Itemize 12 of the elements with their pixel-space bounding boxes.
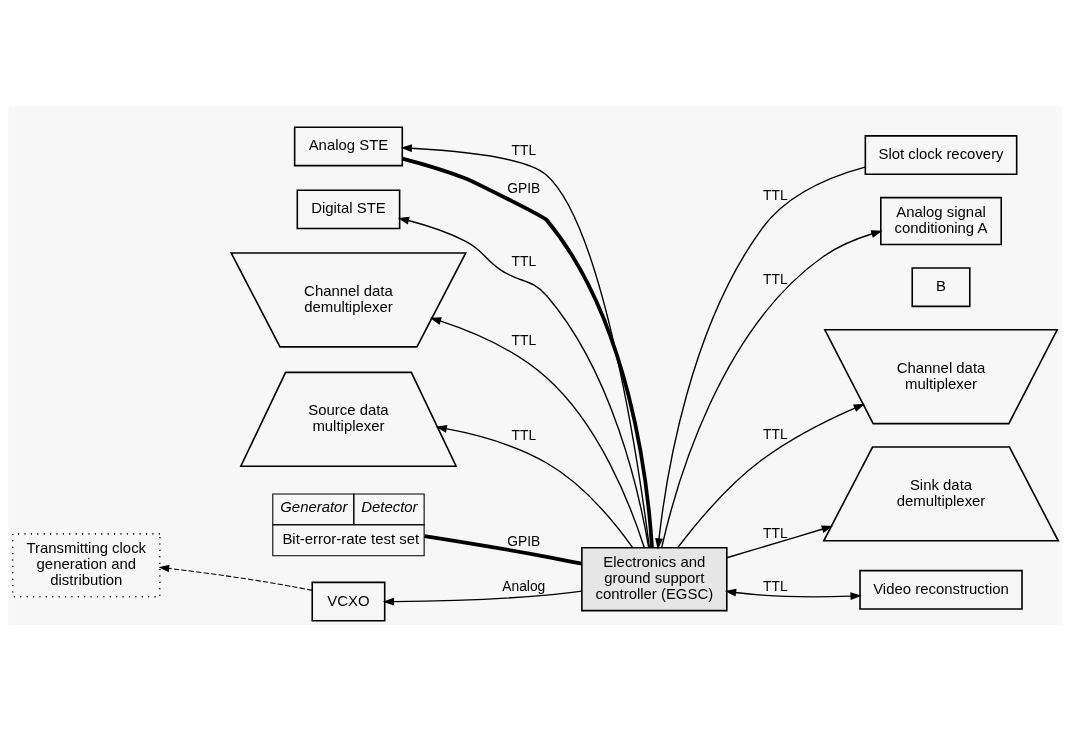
edge-label: Analog	[502, 578, 546, 595]
edge-label: TTL	[762, 578, 788, 595]
edge-label: TTL	[511, 142, 537, 159]
edge-label: TTL	[511, 332, 537, 349]
edge-label: TTL	[762, 187, 788, 204]
edge-label: TTL	[511, 426, 537, 443]
edge-label: GPIB	[507, 179, 541, 196]
edge-label: TTL	[511, 253, 537, 270]
edge-label: TTL	[762, 425, 788, 442]
edge-label: TTL	[762, 525, 788, 542]
edge-label: GPIB	[507, 532, 541, 549]
edge-label: TTL	[762, 271, 788, 288]
